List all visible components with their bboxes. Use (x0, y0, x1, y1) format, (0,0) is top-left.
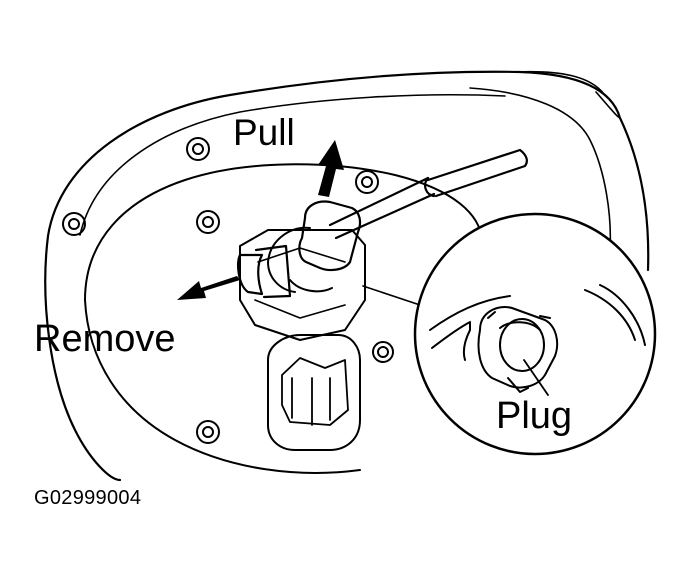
pipe-plug (237, 244, 292, 299)
fuel-pipe-sleeve (424, 148, 528, 198)
electrical-connector (267, 334, 361, 451)
detail-leader (362, 285, 421, 306)
remove-label: Remove (34, 318, 176, 360)
plug-clip-ring (267, 226, 333, 293)
housing-top-lip (514, 70, 621, 119)
figure-code: G02999004 (34, 487, 142, 509)
pull-label: Pull (233, 112, 295, 153)
housing-inner-ridge (79, 87, 612, 251)
flange-ring-lower (84, 299, 361, 474)
plug-label: Plug (496, 395, 573, 437)
connector-bracket (239, 229, 366, 341)
plug-clip (298, 200, 362, 272)
detail-circle (413, 212, 657, 456)
pull-arrow (318, 140, 344, 197)
remove-arrow (177, 276, 240, 300)
fuel-pipe (328, 176, 436, 240)
housing-outline (44, 70, 650, 482)
flange-ring (84, 163, 483, 301)
detail-content (429, 284, 646, 396)
connector-inner (281, 357, 349, 426)
plug-leader (523, 359, 549, 396)
